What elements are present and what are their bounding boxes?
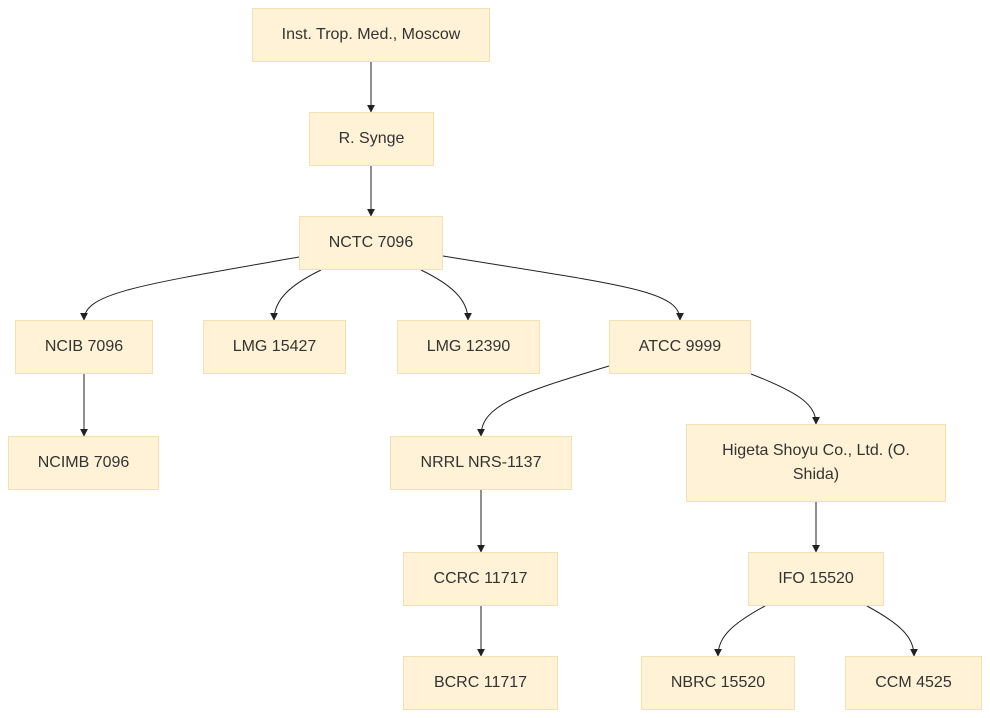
- edge-atcc-9999-to-nrrl-nrs-1137: [477, 365, 610, 437]
- node-lmg-15427: LMG 15427: [203, 320, 346, 374]
- edge-nctc-7096-to-lmg-12390: [420, 269, 472, 321]
- edge-ifo-15520-to-ccm-4525: [866, 605, 918, 657]
- node-nbrc-15520: NBRC 15520: [641, 656, 795, 710]
- node-ifo-15520: IFO 15520: [748, 552, 884, 606]
- node-atcc-9999: ATCC 9999: [609, 320, 751, 374]
- node-nrrl-nrs-1137: NRRL NRS-1137: [390, 436, 572, 490]
- node-ccrc-11717: CCRC 11717: [403, 552, 558, 606]
- node-inst-trop-med-moscow: Inst. Trop. Med., Moscow: [252, 8, 490, 62]
- edge-nctc-7096-to-ncib-7096: [80, 256, 300, 321]
- edge-nctc-7096-to-atcc-9999: [442, 255, 684, 321]
- node-nctc-7096: NCTC 7096: [299, 216, 443, 270]
- node-lmg-12390: LMG 12390: [397, 320, 540, 374]
- edge-atcc-9999-to-higeta-shoyu: [750, 373, 820, 425]
- node-ncib-7096: NCIB 7096: [15, 320, 153, 374]
- edge-ifo-15520-to-nbrc-15520: [714, 605, 766, 657]
- node-bcrc-11717: BCRC 11717: [403, 656, 558, 710]
- node-ncimb-7096: NCIMB 7096: [8, 436, 159, 490]
- node-ccm-4525: CCM 4525: [845, 656, 982, 710]
- node-r-synge: R. Synge: [309, 112, 434, 166]
- node-higeta-shoyu: Higeta Shoyu Co., Ltd. (O. Shida): [686, 424, 946, 502]
- edge-nctc-7096-to-lmg-15427: [270, 269, 322, 321]
